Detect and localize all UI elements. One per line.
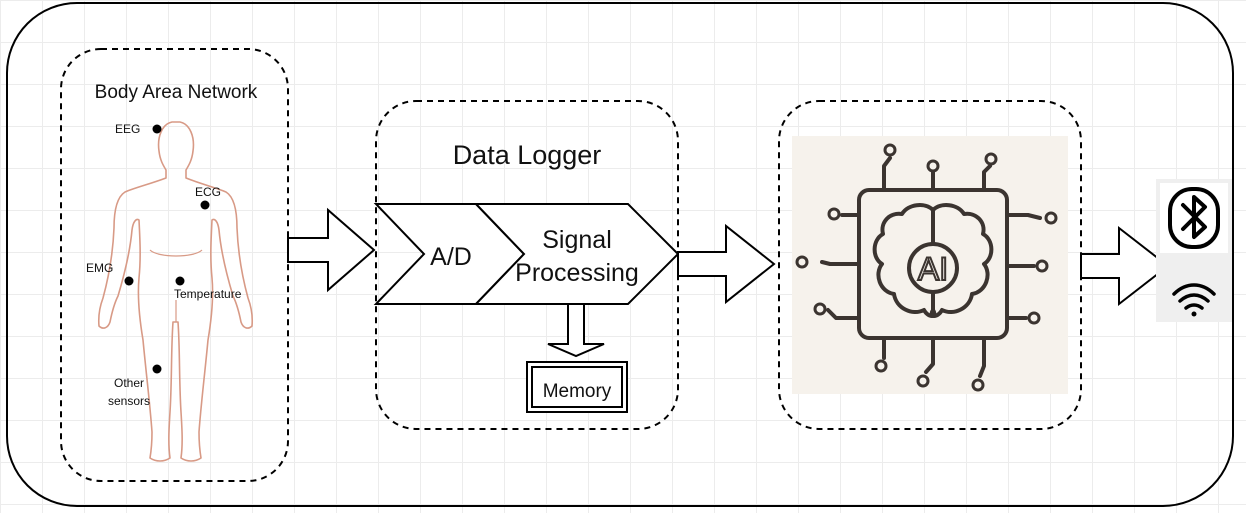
body-area-network-group: Body Area Network EEG ECG EMG Temperatur… bbox=[60, 48, 289, 482]
ecg-sensor-label: ECG bbox=[195, 185, 221, 199]
temperature-sensor-label: Temperature bbox=[174, 287, 242, 301]
eeg-sensor-dot bbox=[152, 124, 162, 134]
other-sensors-label-line1: Other bbox=[114, 376, 144, 390]
human-body-inner-lines bbox=[149, 249, 203, 322]
ai-group: AI bbox=[778, 100, 1082, 430]
signal-processing-label-line2: Processing bbox=[515, 259, 639, 287]
ecg-sensor-dot bbox=[200, 200, 210, 210]
ai-brain-chip-icon bbox=[795, 143, 1058, 392]
emg-sensor-label: EMG bbox=[86, 261, 113, 275]
human-body-figure bbox=[97, 121, 254, 462]
wireless-group bbox=[1156, 179, 1232, 322]
memory-label: Memory bbox=[543, 381, 612, 402]
other-sensors-label-line2: sensors bbox=[108, 394, 150, 408]
data-logger-group: Data Logger A/D Signal Processing Memory bbox=[373, 100, 680, 430]
ad-converter-label: A/D bbox=[430, 243, 472, 271]
other-sensors-dot bbox=[152, 364, 162, 374]
signal-processing-label-line1: Signal bbox=[542, 226, 612, 254]
signal-processing-stage bbox=[473, 203, 680, 305]
temperature-sensor-dot bbox=[175, 276, 185, 286]
data-logger-title: Data Logger bbox=[453, 140, 602, 170]
ai-chip-label: AI bbox=[918, 251, 948, 287]
outer-frame bbox=[6, 2, 1234, 507]
wifi-icon bbox=[1172, 283, 1216, 317]
emg-sensor-dot bbox=[124, 276, 134, 286]
bluetooth-icon bbox=[1168, 187, 1220, 249]
eeg-sensor-label: EEG bbox=[115, 122, 140, 136]
memory-box-inner bbox=[531, 366, 623, 408]
body-area-network-box bbox=[60, 48, 289, 482]
body-area-network-title: Body Area Network bbox=[95, 82, 258, 103]
memory-down-arrow bbox=[547, 303, 605, 358]
flow-arrow-1 bbox=[287, 207, 376, 293]
flow-arrow-2 bbox=[677, 223, 776, 305]
flow-arrow-3 bbox=[1080, 225, 1170, 307]
